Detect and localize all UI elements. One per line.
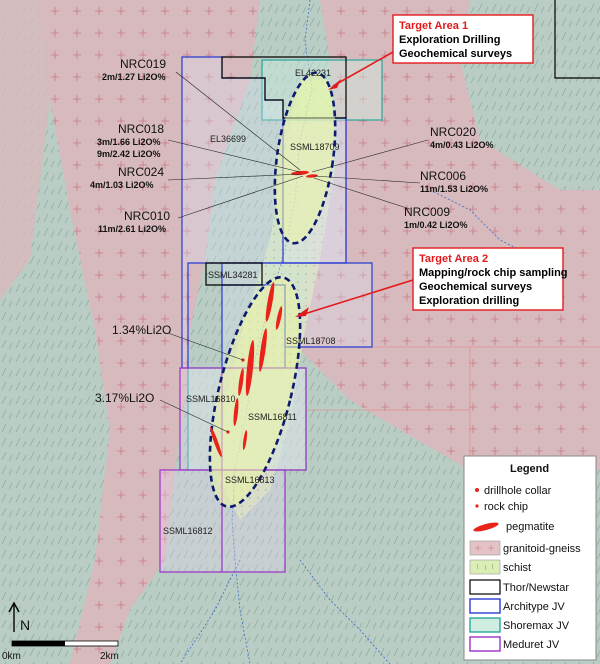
drill-nrc020-result: 4m/0.43 Li2O% <box>430 140 494 150</box>
legend-thor-newstar: Thor/Newstar <box>503 582 569 594</box>
drill-nrc020-name: NRC020 <box>430 125 476 139</box>
drill-nrc019-result: 2m/1.27 Li2O% <box>102 72 166 82</box>
drill-nrc009-result: 1m/0.42 Li2O% <box>404 220 468 230</box>
scale-start: 0km <box>2 651 21 662</box>
legend-granitoid-swatch <box>469 540 501 556</box>
legend-meduret-swatch <box>469 636 501 652</box>
target-area-1-ellipse <box>273 71 337 245</box>
legend-rockchip-symbol <box>475 504 479 508</box>
legend: Legend drillhole collar rock chip pegmat… <box>463 455 597 661</box>
legend-thor-swatch <box>469 579 501 595</box>
scale-bar: 0km 2km <box>2 640 119 662</box>
drill-nrc024-name: NRC024 <box>118 165 164 179</box>
north-label: N <box>20 617 30 633</box>
legend-pegmatite: pegmatite <box>506 521 554 533</box>
legend-architype: Architype JV <box>503 601 565 613</box>
drill-nrc006-result: 11m/1.53 Li2O% <box>420 184 488 194</box>
target-area-2-title: Target Area 2 <box>419 253 488 265</box>
tenement-ssml16812: SSML16812 <box>163 526 213 536</box>
legend-architype-swatch <box>469 598 501 614</box>
legend-title: Legend <box>510 463 549 475</box>
legend-drillhole: drillhole collar <box>484 485 552 497</box>
legend-shoremax-swatch <box>469 617 501 633</box>
drill-nrc018-result-a: 3m/1.66 Li2O% <box>97 137 161 147</box>
tenement-ssml16810: SSML16810 <box>186 394 236 404</box>
survey-grid <box>306 346 600 470</box>
legend-pegmatite-symbol <box>473 522 499 532</box>
drill-nrc019-name: NRC019 <box>120 57 166 71</box>
legend-schist-swatch <box>469 559 501 575</box>
tenement-el36699: EL36699 <box>210 134 246 144</box>
drill-nrc018-result-b: 9m/2.42 Li2O% <box>97 149 161 159</box>
drill-nrc018-name: NRC018 <box>118 122 164 136</box>
target-area-2-callout: Target Area 2 Mapping/rock chip sampling… <box>295 247 568 317</box>
legend-meduret: Meduret JV <box>503 639 560 651</box>
drillhole-leaders <box>159 71 429 433</box>
target-area-2-line-1: Mapping/rock chip sampling <box>419 267 568 279</box>
scale-end: 2km <box>100 651 119 662</box>
tenement-ssml16811: SSML16811 <box>248 412 297 422</box>
drill-nrc024-result: 4m/1.03 Li2O% <box>90 180 154 190</box>
target-area-2-line-3: Exploration drilling <box>419 295 519 307</box>
rock-chip-label-1: 1.34%Li2O <box>112 323 171 337</box>
tenement-ssml18708: SSML18708 <box>286 336 336 346</box>
target-area-1-callout: Target Area 1 Exploration Drilling Geoch… <box>328 14 534 90</box>
rock-chip-label-2: 3.17%Li2O <box>95 391 154 405</box>
drill-nrc009-name: NRC009 <box>404 205 450 219</box>
legend-schist: schist <box>503 562 531 574</box>
drill-nrc010-result: 11m/2.61 Li2O% <box>98 224 166 234</box>
target-area-2-ellipse <box>208 275 302 509</box>
legend-drillhole-symbol <box>475 488 479 492</box>
tenement-el42231: EL42231 <box>295 68 331 78</box>
tenement-ssml16813: SSML16813 <box>225 475 275 485</box>
tenement-ssml34281: SSML34281 <box>208 270 258 280</box>
target-area-1-title: Target Area 1 <box>399 20 468 32</box>
target-area-2-line-2: Geochemical surveys <box>419 281 532 293</box>
drillhole-labels: NRC019 2m/1.27 Li2O% NRC018 3m/1.66 Li2O… <box>90 57 494 234</box>
target-area-1-line-1: Exploration Drilling <box>399 34 500 46</box>
drill-nrc006-name: NRC006 <box>420 169 466 183</box>
drill-nrc010-name: NRC010 <box>124 209 170 223</box>
pegmatite-bodies <box>210 170 318 458</box>
legend-granitoid: granitoid-gneiss <box>503 543 581 555</box>
legend-shoremax: Shoremax JV <box>503 620 570 632</box>
tenement-ssml18709: SSML18709 <box>290 142 340 152</box>
target-area-1-line-2: Geochemical surveys <box>399 48 512 60</box>
north-arrow: N <box>8 601 30 633</box>
legend-rockchip: rock chip <box>484 501 528 513</box>
thor-newstar-tenements <box>205 0 600 286</box>
